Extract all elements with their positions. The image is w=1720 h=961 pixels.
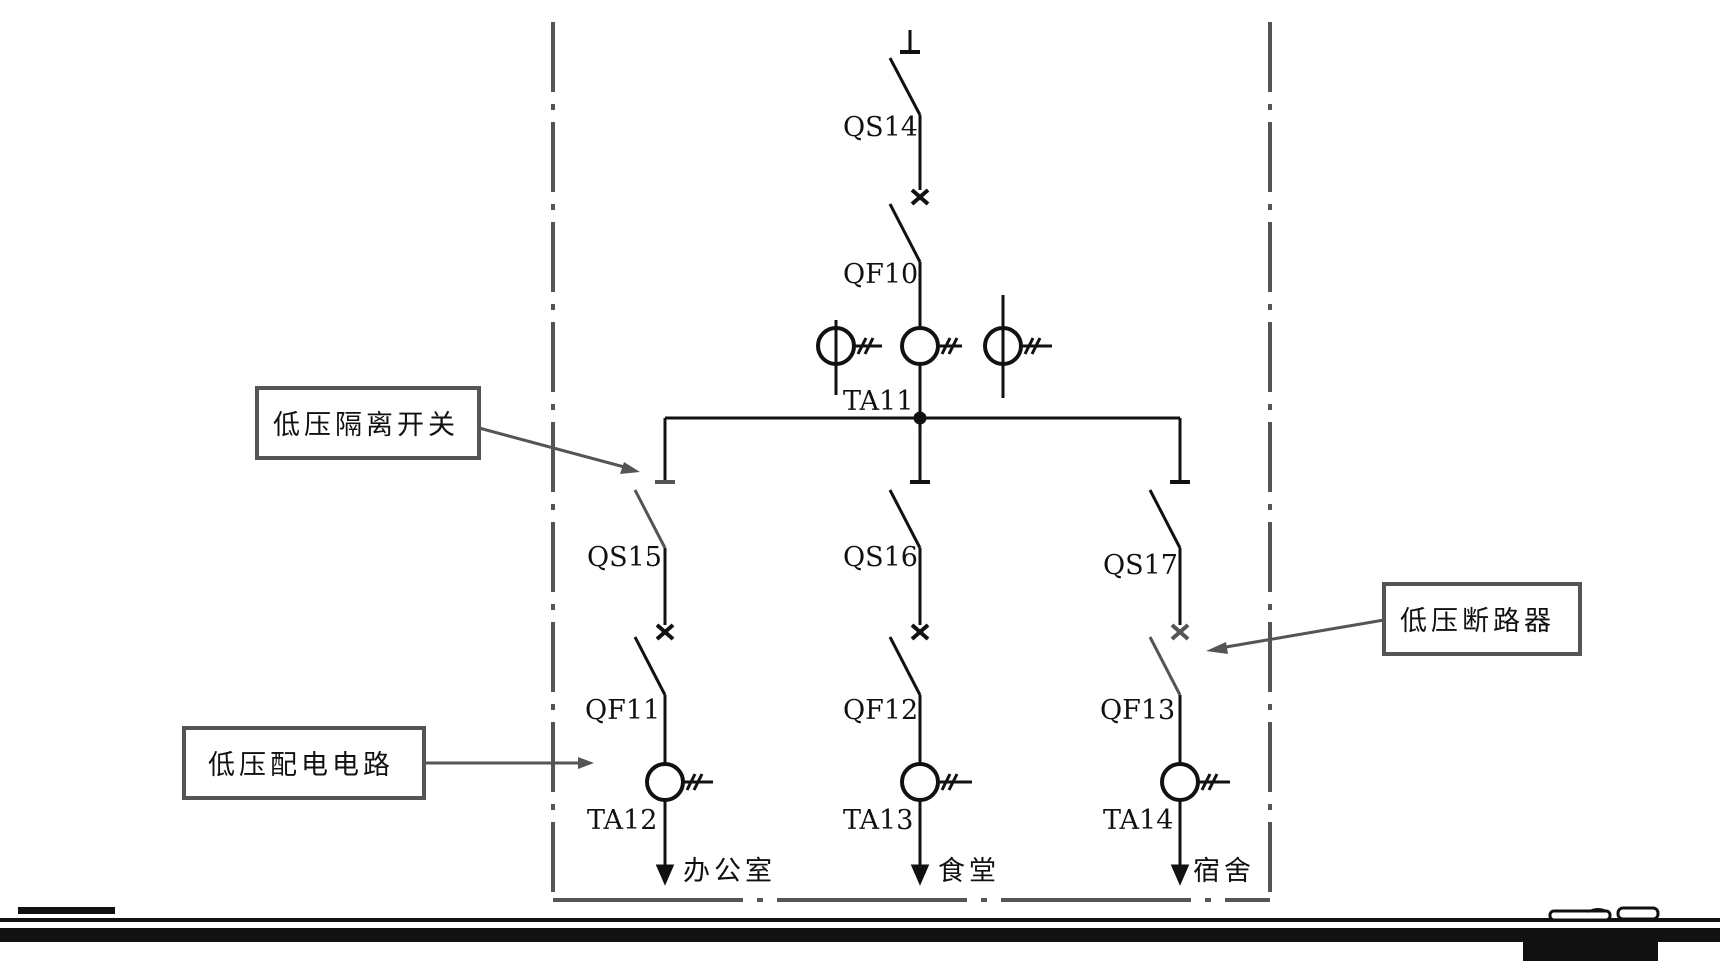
- label-ta13: TA13: [843, 805, 913, 836]
- label-ta12: TA12: [587, 805, 657, 836]
- label-qf12: QF12: [843, 695, 918, 726]
- incoming-feeder: [888, 30, 962, 418]
- side-ct-left: [816, 320, 882, 395]
- callout-distribution-circuit-text: 低压配电电路: [208, 750, 394, 781]
- label-qs14: QS14: [843, 112, 918, 143]
- callout-circuit-breaker-text: 低压断路器: [1400, 606, 1555, 637]
- load-office: 办公室: [683, 856, 776, 887]
- label-qs16: QS16: [843, 542, 918, 573]
- callout-circuit-breaker: 低压断路器: [1206, 582, 1582, 656]
- callout-isolation-switch: 低压隔离开关: [255, 386, 640, 474]
- label-qf11: QF11: [585, 695, 660, 726]
- label-ta11: TA11: [843, 386, 913, 417]
- branch-canteen: [888, 480, 972, 886]
- callout-distribution-circuit: 低压配电电路: [182, 726, 594, 800]
- branch-office: [633, 480, 713, 886]
- enclosure-frame: [551, 22, 1272, 902]
- busbar: [663, 411, 1182, 482]
- load-canteen: 食堂: [938, 856, 1000, 887]
- label-qf13: QF13: [1100, 695, 1175, 726]
- label-qf10: QF10: [843, 259, 918, 290]
- load-dormitory: 宿舍: [1193, 856, 1255, 887]
- callout-isolation-switch-text: 低压隔离开关: [273, 410, 459, 441]
- page-bottom-rule: [0, 906, 1720, 961]
- label-ta14: TA14: [1103, 805, 1173, 836]
- label-qs15: QS15: [587, 542, 662, 573]
- side-ct-right: [983, 295, 1052, 398]
- label-qs17: QS17: [1103, 550, 1178, 581]
- branch-dormitory: [1148, 480, 1230, 886]
